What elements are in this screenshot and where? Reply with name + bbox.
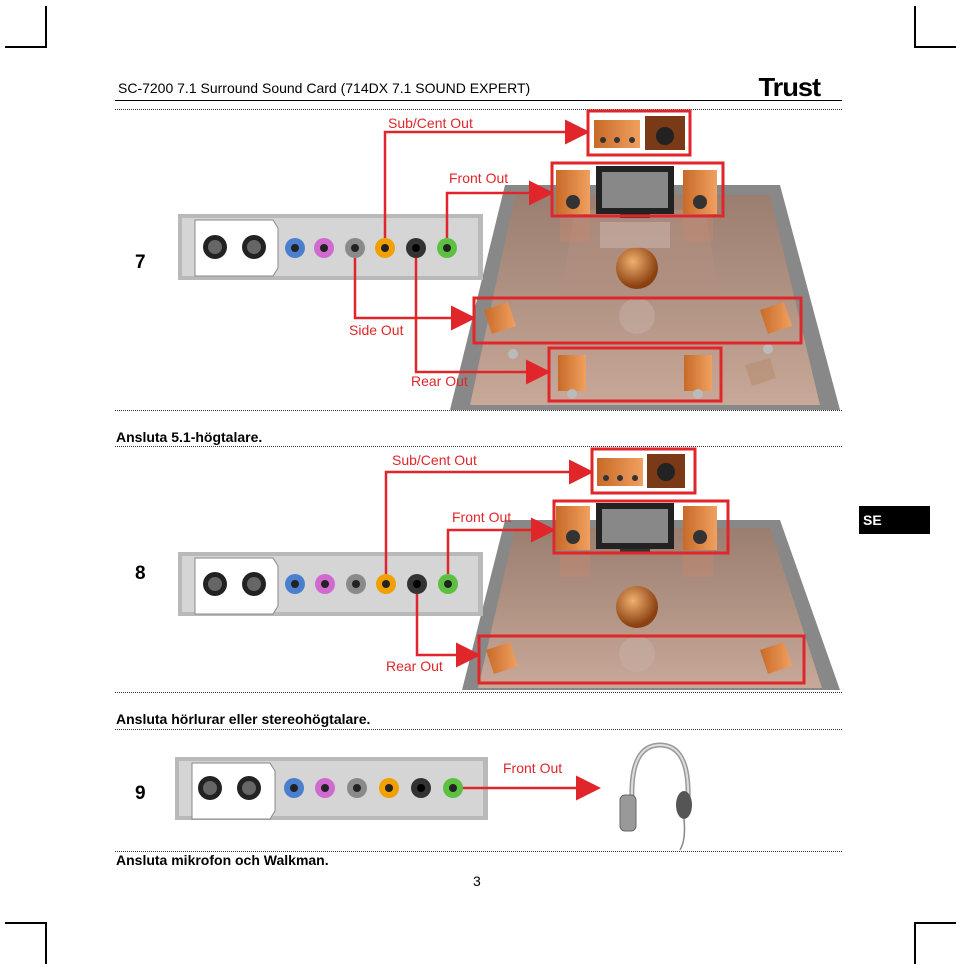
sound-card-panel-8 bbox=[178, 552, 483, 616]
sound-card-panel-7 bbox=[178, 214, 483, 280]
crop-mark-top-right bbox=[914, 6, 956, 48]
step-number-7: 7 bbox=[135, 252, 146, 273]
caption-8: Ansluta hörlurar eller stereohögtalare. bbox=[116, 711, 371, 727]
caption-9: Ansluta mikrofon och Walkman. bbox=[116, 852, 329, 868]
label-side-out-7: Side Out bbox=[349, 322, 404, 338]
divider bbox=[115, 692, 842, 693]
room-diagram-7 bbox=[450, 166, 840, 410]
crop-mark-bottom-left bbox=[5, 922, 47, 964]
subwoofer-center-speakers-8 bbox=[597, 454, 685, 488]
sound-card-panel-9 bbox=[175, 757, 488, 820]
room-diagram-8 bbox=[462, 503, 840, 690]
caption-7: Ansluta 5.1-högtalare. bbox=[116, 429, 263, 445]
page-number: 3 bbox=[473, 873, 481, 889]
crop-mark-bottom-right bbox=[914, 922, 956, 964]
language-badge: SE bbox=[859, 506, 930, 534]
document-title: SC-7200 7.1 Surround Sound Card (714DX 7… bbox=[118, 80, 531, 96]
label-sub-cent-out-7: Sub/Cent Out bbox=[388, 115, 473, 131]
header-rule bbox=[115, 100, 842, 101]
divider bbox=[115, 446, 842, 447]
label-rear-out-7: Rear Out bbox=[411, 373, 468, 389]
label-front-out-7: Front Out bbox=[449, 170, 509, 186]
headphones-icon bbox=[619, 742, 692, 851]
divider bbox=[115, 851, 842, 852]
crop-mark-top-left bbox=[5, 6, 47, 48]
subwoofer-center-speakers-7 bbox=[594, 116, 685, 150]
label-sub-cent-out-8: Sub/Cent Out bbox=[392, 452, 477, 468]
step-number-9: 9 bbox=[135, 783, 146, 804]
divider bbox=[115, 410, 842, 411]
step-number-8: 8 bbox=[135, 563, 146, 584]
label-rear-out-8: Rear Out bbox=[386, 658, 443, 674]
trust-logo: Trust bbox=[758, 72, 822, 102]
divider bbox=[115, 109, 842, 110]
label-front-out-9: Front Out bbox=[503, 760, 563, 776]
label-front-out-8: Front Out bbox=[452, 509, 512, 525]
divider bbox=[115, 729, 842, 730]
